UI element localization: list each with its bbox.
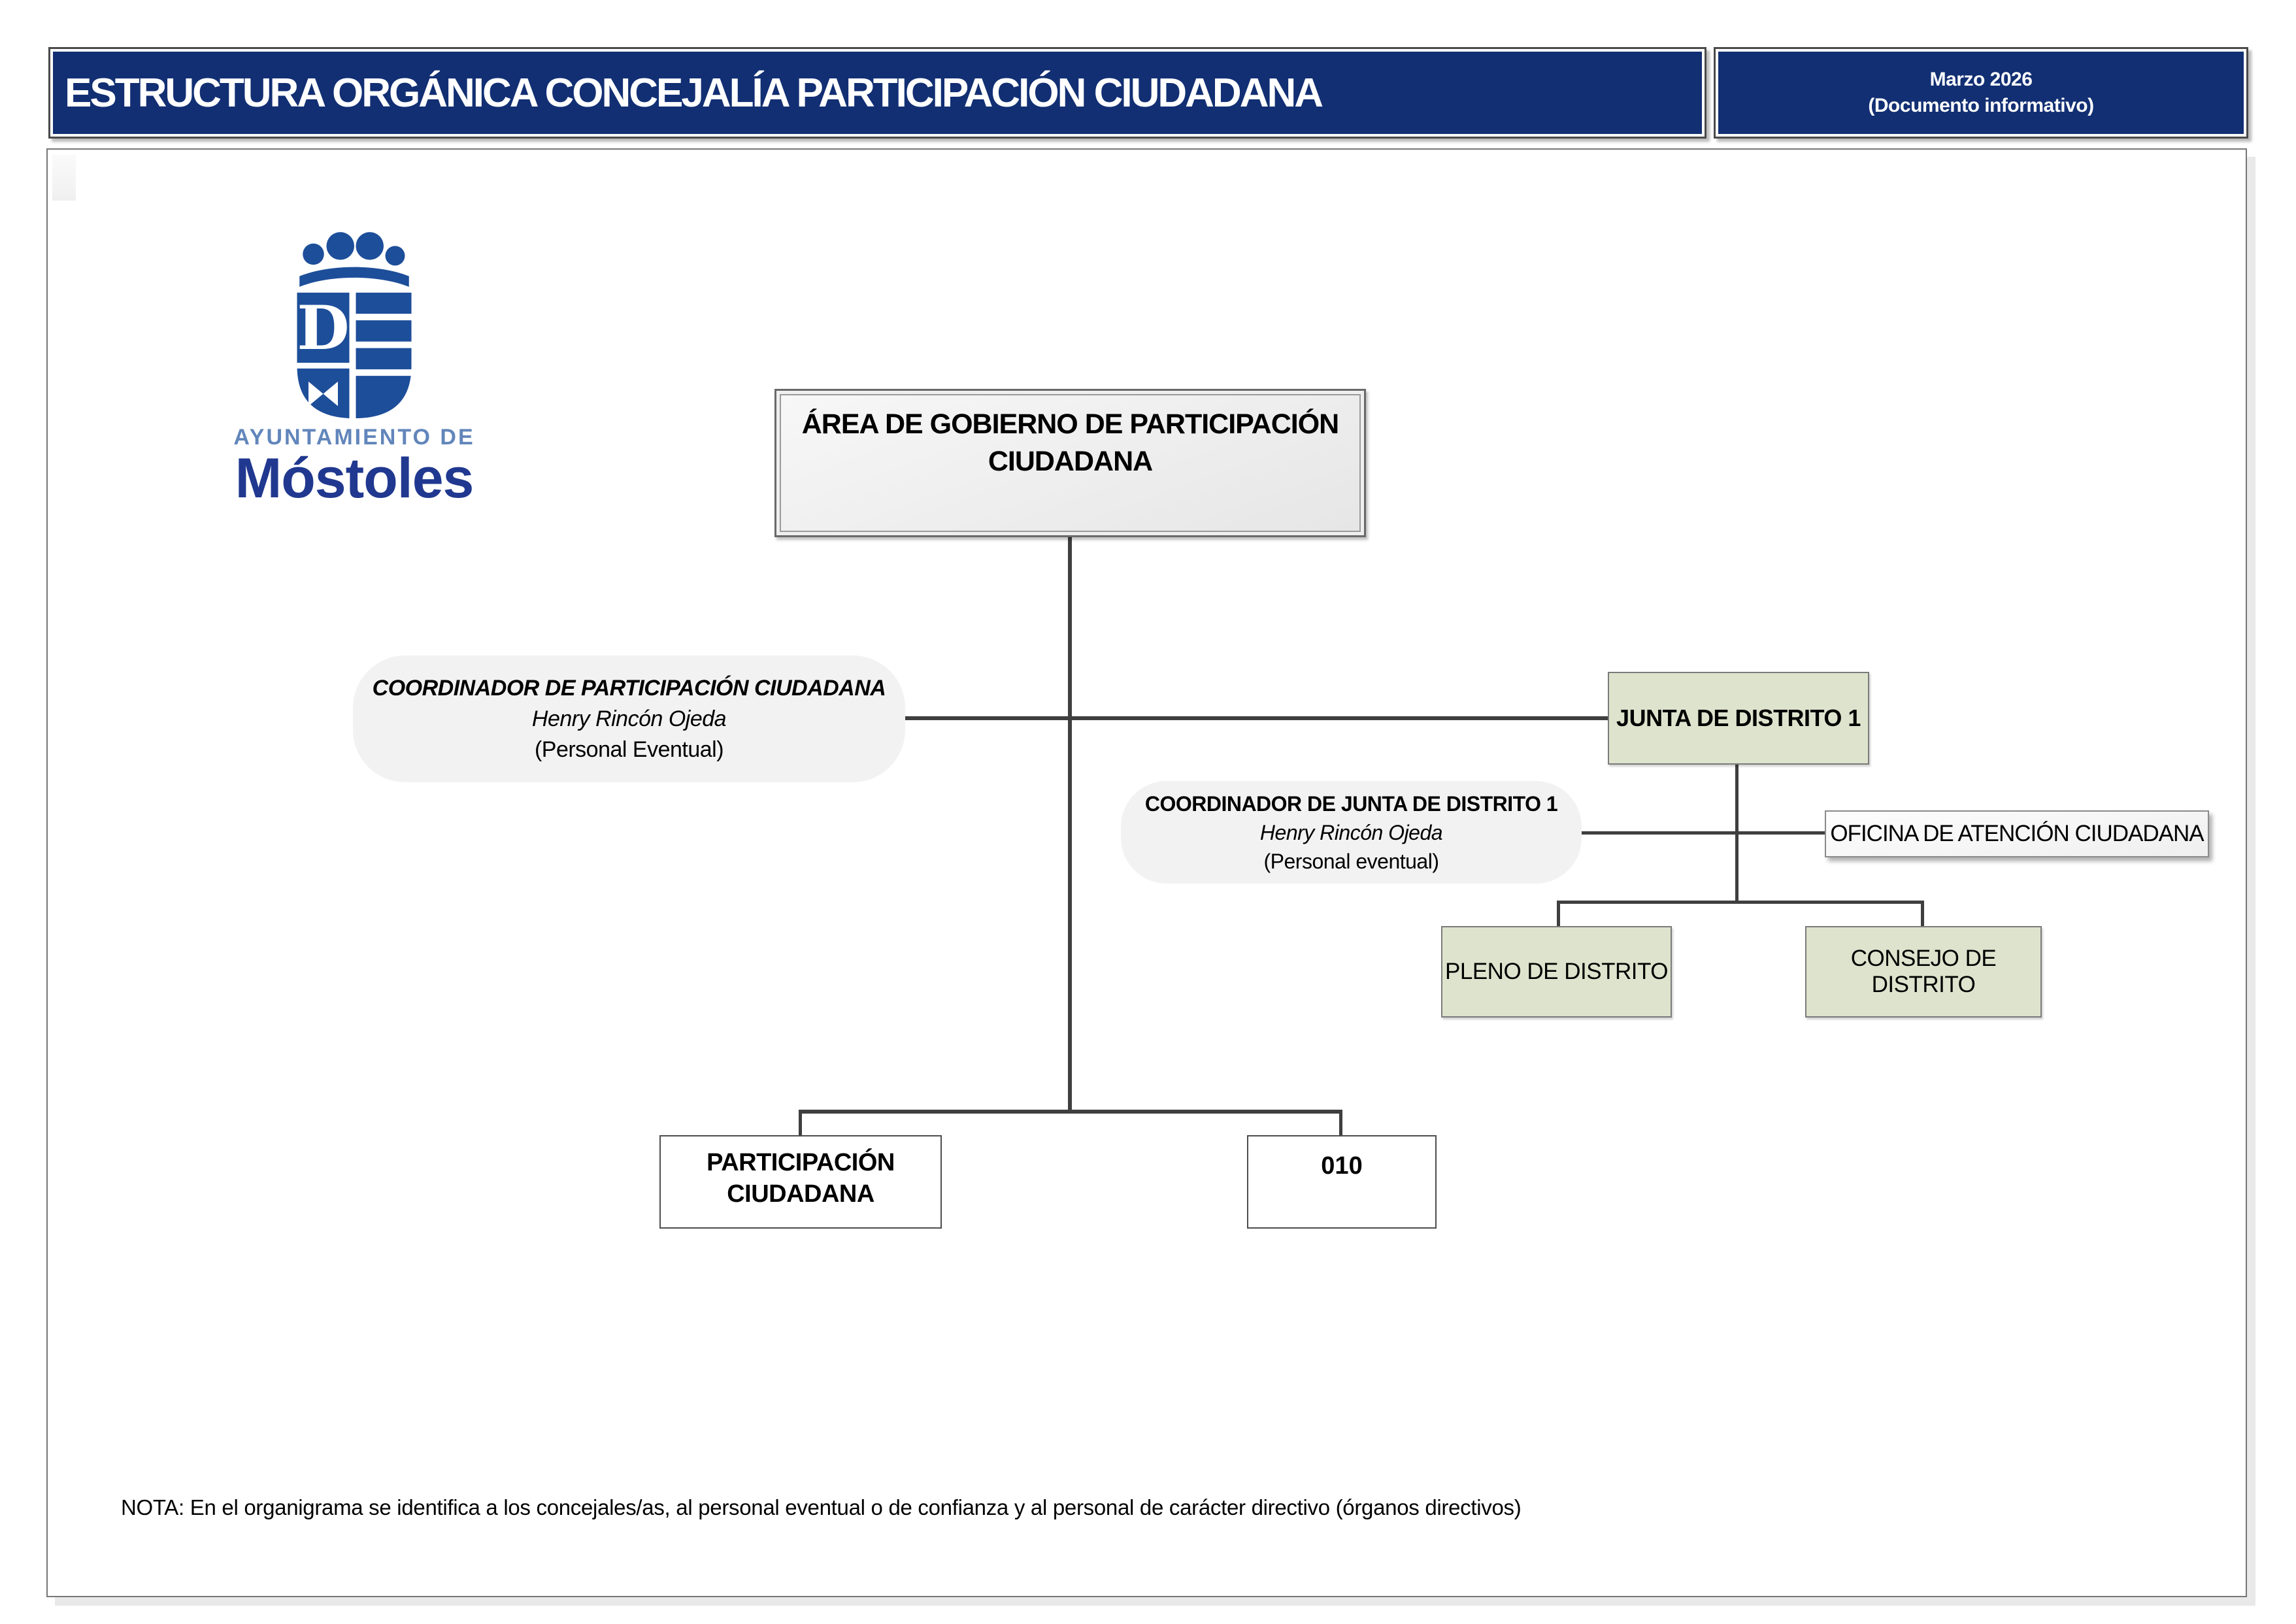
junta-distrito-label: JUNTA DE DISTRITO 1 — [1616, 704, 1861, 731]
logo-caption-top: AYUNTAMIENTO DE — [233, 425, 475, 450]
header-date-fill: Marzo 2026 (Documento informativo) — [1718, 52, 2244, 134]
coordinator-junta-contract: (Personal eventual) — [1263, 849, 1439, 873]
codigo-010-box: 010 — [1247, 1135, 1437, 1229]
header-subtitle: (Documento informativo) — [1868, 95, 2094, 116]
header-title-fill: ESTRUCTURA ORGÁNICA CONCEJALÍA PARTICIPA… — [53, 52, 1702, 134]
connector-codigo-stub — [1339, 1110, 1342, 1137]
coordinator-participacion-contract: (Personal Eventual) — [534, 737, 724, 762]
consejo-distrito-box: CONSEJO DE DISTRITO — [1805, 926, 2042, 1018]
note-text: NOTA: En el organigrama se identifica a … — [121, 1495, 1522, 1519]
connector-participacion-stub — [799, 1110, 802, 1137]
coordinator-participacion-name: Henry Rincón Ojeda — [531, 706, 727, 731]
connector-coordinator2-oficina-horizontal — [1582, 831, 1826, 835]
mostoles-logo: D AYUNTAMIENTO DE Móstoles — [210, 229, 498, 511]
coordinator-participacion-title: COORDINADOR DE PARTICIPACIÓN CIUDADANA — [372, 675, 886, 701]
area-gobierno-inner: ÁREA DE GOBIERNO DE PARTICIPACIÓN CIUDAD… — [780, 394, 1361, 532]
area-gobierno-box: ÁREA DE GOBIERNO DE PARTICIPACIÓN CIUDAD… — [774, 389, 1366, 537]
junta-distrito-box: JUNTA DE DISTRITO 1 — [1608, 672, 1869, 765]
connector-junta-branch-horizontal — [1557, 901, 1924, 904]
corner-artifact — [52, 155, 76, 201]
mostoles-crest-icon: D — [297, 232, 412, 419]
coordinator-participacion-bubble: COORDINADOR DE PARTICIPACIÓN CIUDADANA H… — [353, 655, 905, 782]
connector-bottom-branch-horizontal — [799, 1110, 1342, 1114]
coordinator-junta-bubble: COORDINADOR DE JUNTA DE DISTRITO 1 Henry… — [1121, 781, 1582, 884]
pleno-distrito-box: PLENO DE DISTRITO — [1441, 926, 1672, 1018]
header-title-box: ESTRUCTURA ORGÁNICA CONCEJALÍA PARTICIPA… — [48, 47, 1706, 139]
page-title: ESTRUCTURA ORGÁNICA CONCEJALÍA PARTICIPA… — [65, 70, 1323, 116]
header-date: Marzo 2026 — [1929, 69, 2033, 90]
participacion-ciudadana-label: PARTICIPACIÓN CIUDADANA — [707, 1149, 895, 1208]
coordinator-junta-name: Henry Rincón Ojeda — [1259, 820, 1443, 844]
pleno-distrito-label: PLENO DE DISTRITO — [1445, 959, 1668, 984]
connector-root-vertical — [1068, 536, 1072, 1114]
consejo-distrito-label: CONSEJO DE DISTRITO — [1850, 946, 1997, 997]
logo-caption-bottom: Móstoles — [235, 447, 474, 510]
area-gobierno-label: ÁREA DE GOBIERNO DE PARTICIPACIÓN CIUDAD… — [801, 408, 1339, 477]
codigo-010-label: 010 — [1321, 1152, 1363, 1180]
connector-coordinator-junta-horizontal — [905, 716, 1609, 720]
participacion-ciudadana-box: PARTICIPACIÓN CIUDADANA — [659, 1135, 942, 1229]
header-date-box: Marzo 2026 (Documento informativo) — [1714, 47, 2248, 139]
coordinator-junta-title: COORDINADOR DE JUNTA DE DISTRITO 1 — [1144, 791, 1558, 816]
connector-consejo-stub — [1921, 901, 1924, 928]
oficina-atencion-box: OFICINA DE ATENCIÓN CIUDADANA — [1825, 810, 2209, 857]
oficina-atencion-label: OFICINA DE ATENCIÓN CIUDADANA — [1830, 821, 2204, 846]
connector-pleno-stub — [1557, 901, 1560, 928]
